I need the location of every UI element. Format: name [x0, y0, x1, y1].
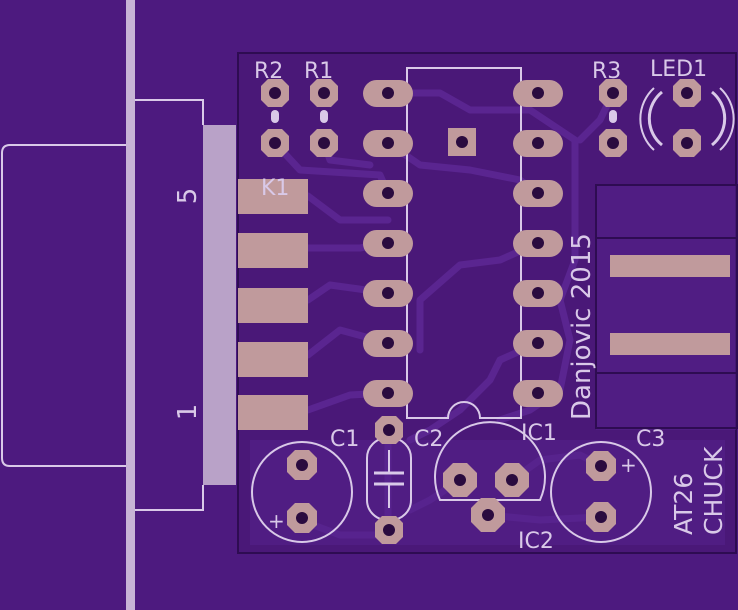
- hole: [681, 137, 693, 149]
- led-outline: [719, 87, 735, 151]
- hole: [482, 509, 494, 521]
- led1-label: LED1: [650, 57, 707, 82]
- resistor-body: [609, 110, 617, 123]
- hole: [454, 474, 466, 486]
- k1-pad: [238, 342, 308, 377]
- k1-pads: [238, 179, 308, 430]
- module-pad: [610, 255, 730, 277]
- c1-label: C1: [330, 427, 359, 452]
- hole: [532, 137, 544, 149]
- k1-pad: [238, 179, 308, 214]
- capacitor-c2: C2: [366, 416, 443, 544]
- board-edge-line: [126, 0, 135, 610]
- hole: [532, 237, 544, 249]
- hole: [383, 424, 395, 436]
- regulator-outline: [434, 421, 546, 501]
- hole: [506, 474, 518, 486]
- module-outline: [595, 372, 738, 429]
- trace: [416, 239, 542, 354]
- led-outline: [647, 90, 663, 147]
- hole: [382, 187, 394, 199]
- hole: [383, 524, 395, 536]
- led-outline: [711, 90, 727, 147]
- module-pad: [610, 333, 730, 355]
- resistor-r2: R2: [254, 59, 289, 157]
- title-line-1: AT26: [669, 473, 698, 535]
- hole: [607, 137, 619, 149]
- hole: [382, 137, 394, 149]
- hole: [532, 287, 544, 299]
- led-outline: [639, 87, 655, 151]
- k1-pad: [238, 395, 308, 430]
- hole: [595, 460, 607, 472]
- c2-label: C2: [414, 427, 443, 452]
- connector-body: [203, 125, 236, 485]
- ic2-label: IC2: [518, 529, 554, 554]
- hole: [318, 137, 330, 149]
- hole: [681, 87, 693, 99]
- hole: [382, 87, 394, 99]
- hole: [382, 287, 394, 299]
- hole: [532, 387, 544, 399]
- capacitor-outline: [251, 441, 353, 543]
- hole: [296, 512, 308, 524]
- hole: [456, 136, 468, 148]
- k1-pad: [238, 233, 308, 268]
- title-line-2: CHUCK: [699, 446, 728, 535]
- connector-outline: [135, 99, 204, 511]
- capacitor-outline: [550, 441, 652, 543]
- credit-text: Danjovic 2015: [567, 233, 597, 420]
- k1-label: K1: [261, 176, 289, 201]
- ic1-label: IC1: [521, 421, 557, 446]
- hole: [532, 187, 544, 199]
- ic1-outline: [406, 67, 522, 419]
- hole: [607, 87, 619, 99]
- pin5-label: 5: [173, 188, 203, 205]
- hole: [269, 87, 281, 99]
- c3-plus: +: [620, 453, 637, 477]
- led1: LED1: [639, 57, 735, 157]
- connector-shell: [1, 144, 126, 467]
- resistor-r3: R3: [592, 59, 627, 157]
- pin1-label: 1: [173, 404, 203, 421]
- hole: [382, 237, 394, 249]
- resistor-body: [271, 110, 279, 123]
- hole: [382, 387, 394, 399]
- resistor-body: [320, 110, 328, 123]
- c3-label: C3: [636, 427, 665, 452]
- trace: [304, 192, 392, 224]
- resistor-r1: R1: [304, 59, 338, 157]
- capacitor-c3: C3 +: [550, 427, 665, 543]
- hole: [269, 137, 281, 149]
- hole: [532, 87, 544, 99]
- trace: [384, 89, 579, 304]
- hole: [382, 337, 394, 349]
- hole: [532, 337, 544, 349]
- capacitor-c1: C1 +: [251, 427, 359, 543]
- side-module: [595, 184, 738, 429]
- pour-right: [596, 185, 736, 430]
- ic1-holes: [382, 87, 544, 399]
- hole: [296, 459, 308, 471]
- hole: [595, 511, 607, 523]
- trace: [406, 339, 542, 444]
- hole: [318, 87, 330, 99]
- k1-pad: [238, 288, 308, 323]
- c1-plus: +: [268, 509, 285, 533]
- ic1-pads: [363, 80, 563, 407]
- regulator-ic2: IC1 IC2: [434, 421, 557, 554]
